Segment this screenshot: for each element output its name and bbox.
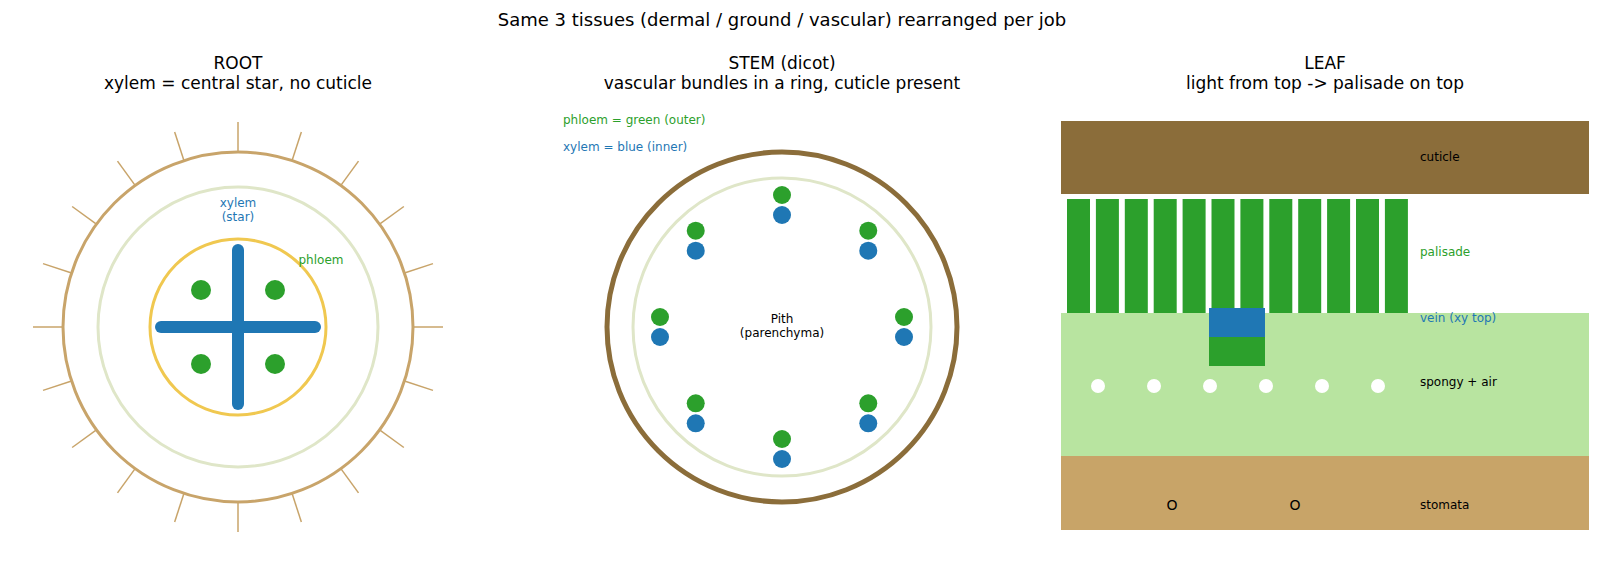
root-hair <box>341 469 359 493</box>
xylem-dot <box>859 242 877 260</box>
node-label: spongy + air <box>1420 376 1497 390</box>
phloem-dot <box>773 186 791 204</box>
cuticle-band: cuticle <box>1061 121 1589 194</box>
root-hair <box>380 207 404 225</box>
panel-title: light from top -> palisade on top <box>1186 74 1464 94</box>
xylem-dot <box>859 414 877 432</box>
node-label: O <box>1166 497 1177 513</box>
annotation: xylem = blue (inner) <box>563 141 687 155</box>
root-hair <box>43 264 72 273</box>
root-epidermis <box>63 152 413 502</box>
root-hair <box>118 161 136 185</box>
stem-cortex <box>633 178 931 476</box>
xylem-dot <box>773 206 791 224</box>
air-space <box>1091 379 1105 393</box>
stem-epidermis <box>607 152 957 502</box>
stomata-band <box>1061 456 1589 530</box>
node-label: stomata <box>1420 499 1469 513</box>
palisade-cell <box>1183 199 1206 313</box>
root-hair <box>341 161 359 185</box>
stomata-band: O Ostomata <box>1061 456 1589 530</box>
pith-region: Pith (parenchyma) <box>633 178 931 476</box>
root-hair <box>380 430 404 448</box>
palisade-cell <box>1240 199 1263 313</box>
palisade-cell <box>1212 199 1235 313</box>
root-hairs <box>33 122 443 532</box>
phloem-dot <box>859 222 877 240</box>
palisade-cell <box>1298 199 1321 313</box>
node-label: Pith (parenchyma) <box>736 313 828 341</box>
palisade-cell <box>1269 199 1292 313</box>
annotation: phloem = green (outer) <box>563 114 705 128</box>
node-label: phloem <box>299 254 344 268</box>
spongy-band: vein (xy top) spongy + air <box>1061 313 1589 456</box>
air-space <box>1371 379 1385 393</box>
root-hair <box>72 430 96 448</box>
palisade-cell <box>1096 199 1119 313</box>
cuticle-band <box>1061 121 1589 194</box>
vein-phloem <box>1209 337 1265 366</box>
root-hair <box>175 132 184 161</box>
annotation: palisade <box>1420 246 1470 260</box>
root-phloem <box>191 280 285 374</box>
palisade-cells <box>1067 199 1408 313</box>
panel-title: vascular bundles in a ring, cuticle pres… <box>604 74 960 94</box>
root-hair <box>43 381 72 390</box>
root-hair <box>237 122 239 152</box>
xylem-dot <box>895 328 913 346</box>
root-cortex-region: xylem (star) phloem <box>98 187 378 467</box>
panel-title: xylem = central star, no cuticle <box>104 74 372 94</box>
air-spaces <box>1091 379 1385 393</box>
root-hair <box>404 264 433 273</box>
vein-xylem <box>1209 308 1265 337</box>
page-title: Same 3 tissues (dermal / ground / vascul… <box>498 10 1067 31</box>
vascular-bundles <box>651 186 913 468</box>
root-hair <box>237 502 239 532</box>
xylem-dot <box>773 450 791 468</box>
panel-title: ROOT <box>214 54 263 74</box>
root-hair <box>292 493 301 522</box>
xylem-dot <box>651 328 669 346</box>
phloem-dot <box>773 430 791 448</box>
palisade-cell <box>1125 199 1148 313</box>
palisade-cell <box>1154 199 1177 313</box>
node-label: vein (xy top) <box>1420 312 1496 326</box>
air-space <box>1259 379 1273 393</box>
panel-title: LEAF <box>1304 54 1346 74</box>
air-space <box>1147 379 1161 393</box>
phloem-dot <box>687 394 705 412</box>
phloem-dot <box>859 394 877 412</box>
air-space <box>1315 379 1329 393</box>
node-label: cuticle <box>1420 151 1460 165</box>
phloem-dot <box>687 222 705 240</box>
root-hair <box>72 207 96 225</box>
root-cortex <box>98 187 378 467</box>
root-hair <box>33 326 63 328</box>
spongy-band <box>1061 313 1589 456</box>
palisade-cell <box>1385 199 1408 313</box>
root-hair <box>118 469 136 493</box>
air-space <box>1203 379 1217 393</box>
panel-title: STEM (dicot) <box>728 54 835 74</box>
palisade-cell <box>1356 199 1379 313</box>
root-hair <box>292 132 301 161</box>
palisade-cell <box>1067 199 1090 313</box>
root-hair <box>404 381 433 390</box>
phloem-dot <box>895 308 913 326</box>
root-hair <box>175 493 184 522</box>
node-label: xylem (star) <box>210 197 266 225</box>
palisade-cell <box>1327 199 1350 313</box>
node-label: O <box>1289 497 1300 513</box>
root-hair <box>413 326 443 328</box>
xylem-dot <box>687 414 705 432</box>
xylem-dot <box>687 242 705 260</box>
phloem-dot <box>651 308 669 326</box>
xylem-arm <box>161 321 315 333</box>
